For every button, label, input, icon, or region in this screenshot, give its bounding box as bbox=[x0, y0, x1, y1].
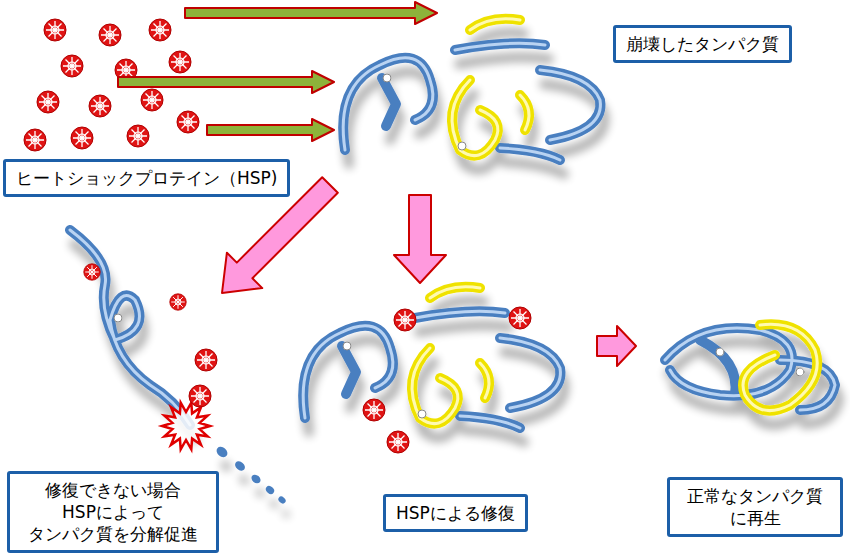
pink-arrows bbox=[394, 195, 446, 283]
degrading-protein bbox=[70, 230, 287, 505]
hsp-repair bbox=[509, 307, 531, 329]
normal-protein bbox=[700, 340, 736, 395]
cleavage-burst bbox=[162, 403, 210, 450]
normal-protein bbox=[716, 348, 724, 356]
degrading-protein bbox=[70, 230, 190, 425]
repair-protein bbox=[303, 287, 560, 428]
hsp-degrading bbox=[170, 294, 187, 311]
hsp-repair bbox=[387, 431, 409, 453]
normal-protein bbox=[743, 324, 817, 410]
label-box: 修復できない場合 HSPによって タンパク質を分解促進 bbox=[7, 471, 219, 553]
hsp-degrading bbox=[170, 294, 187, 311]
hsp-cluster bbox=[127, 125, 149, 147]
label-text: 崩壊したタンパク質 bbox=[626, 33, 779, 55]
hsp-degrading bbox=[195, 349, 217, 371]
hsp-cluster bbox=[24, 129, 46, 151]
hsp-repair bbox=[363, 307, 531, 453]
hsp-degrading bbox=[84, 264, 101, 281]
hsp-cluster bbox=[44, 19, 66, 41]
green-arrows bbox=[118, 71, 334, 93]
green-arrows bbox=[207, 119, 334, 141]
label-box: HSPによる修復 bbox=[383, 494, 528, 532]
normal-protein bbox=[665, 328, 792, 396]
green-arrows bbox=[185, 2, 437, 24]
normal-protein bbox=[665, 328, 792, 396]
degrading-protein bbox=[264, 484, 275, 495]
hsp-repair bbox=[394, 309, 416, 331]
normal-protein bbox=[665, 324, 835, 410]
hsp-cluster bbox=[37, 91, 59, 113]
cleavage-burst bbox=[162, 403, 210, 450]
degrading-protein bbox=[70, 230, 190, 425]
label-text: 正常なタンパク質 に再生 bbox=[680, 485, 830, 529]
degrading-protein bbox=[250, 473, 263, 485]
hsp-degrading bbox=[84, 264, 217, 407]
hsp-degrading bbox=[84, 264, 101, 281]
hsp-cluster bbox=[169, 51, 191, 73]
hsp-repair bbox=[363, 399, 385, 421]
pink-arrows bbox=[597, 326, 636, 366]
label-text: ヒートショックプロテイン（HSP) bbox=[16, 167, 277, 189]
degrading-protein bbox=[233, 459, 247, 472]
degrading-protein bbox=[114, 314, 122, 322]
hsp-degrading bbox=[189, 385, 211, 407]
hsp-cluster bbox=[61, 55, 83, 77]
label-box: 崩壊したタンパク質 bbox=[613, 25, 792, 63]
normal-protein bbox=[796, 368, 804, 376]
hsp-cluster bbox=[71, 127, 93, 149]
hsp-cluster bbox=[149, 19, 171, 41]
degrading-protein bbox=[215, 445, 230, 460]
label-text: 修復できない場合 HSPによって タンパク質を分解促進 bbox=[20, 479, 206, 545]
normal-protein bbox=[743, 324, 817, 410]
label-text: HSPによる修復 bbox=[396, 502, 515, 524]
hsp-cluster bbox=[177, 111, 199, 133]
label-box: 正常なタンパク質 に再生 bbox=[667, 477, 843, 537]
degrading-protein bbox=[215, 445, 287, 505]
degrading-protein bbox=[277, 495, 287, 505]
pink-arrows bbox=[222, 177, 636, 366]
repair-protein bbox=[303, 287, 560, 428]
hsp-cluster bbox=[99, 24, 121, 46]
hsp-cluster bbox=[89, 95, 111, 117]
hsp-cluster bbox=[141, 89, 163, 111]
broken-protein bbox=[343, 19, 600, 160]
label-box: ヒートショックプロテイン（HSP) bbox=[3, 159, 290, 197]
